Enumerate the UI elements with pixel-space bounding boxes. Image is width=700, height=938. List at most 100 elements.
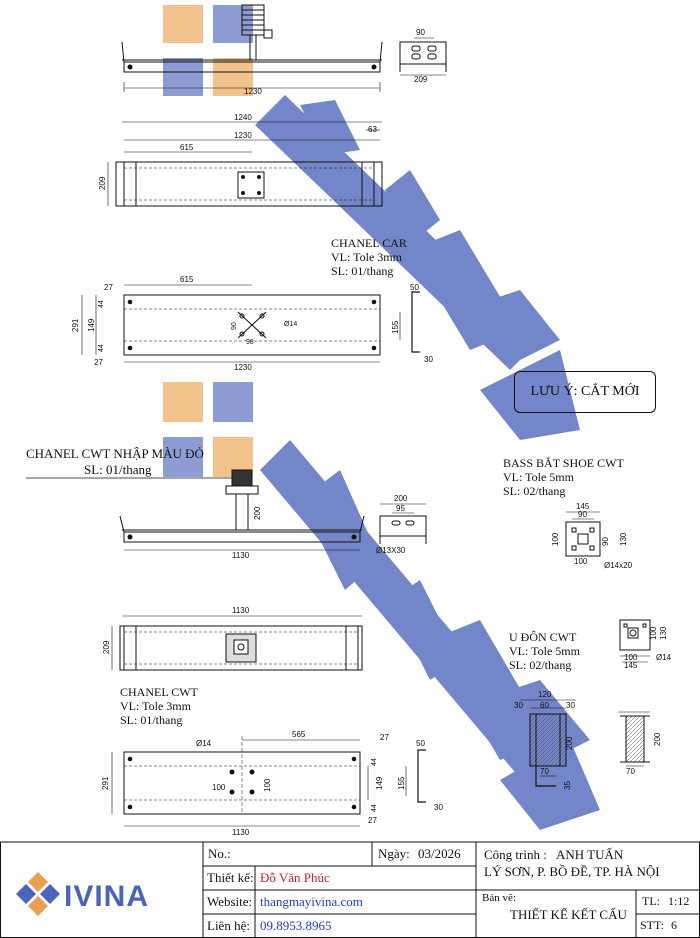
dim-13x30: Ø13X30 xyxy=(376,546,406,555)
dim-1130-cwt-top: 1130 xyxy=(232,606,250,615)
dim-209-car: 209 xyxy=(98,176,107,190)
dim-27-cwt-flat-bottom: 27 xyxy=(368,816,377,825)
dim-145-bass: 145 xyxy=(576,502,590,511)
dim-50-cwt-profile: 50 xyxy=(416,739,425,748)
dim-200-bracket-cwt: 200 xyxy=(394,494,408,503)
tb-designer-label: Thiết kế: xyxy=(207,870,254,885)
chanel-cwt-red-title: CHANEL CWT NHẬP MÀU ĐỎ xyxy=(26,446,204,461)
dim-35-udon: 35 xyxy=(563,781,572,790)
dim-27-flat-bottom: 27 xyxy=(94,358,103,367)
dim-98-flat: 98 xyxy=(246,339,254,346)
dim-200-udon-side: 200 xyxy=(653,732,662,746)
dim-14x20-bass: Ø14x20 xyxy=(604,561,633,570)
chanel-cwt-red-qty: SL: 01/thang xyxy=(84,462,152,477)
u-don-qty: SL: 02/thang xyxy=(509,658,572,672)
u-don-side xyxy=(618,711,650,767)
dim-130-bass: 130 xyxy=(619,532,628,546)
dim-63: 63 xyxy=(368,125,377,134)
dim-291-flat: 291 xyxy=(71,318,80,332)
dim-70-udon: 70 xyxy=(540,767,549,776)
tb-address: LÝ SƠN, P. BỒ ĐỀ, TP. HÀ NỘI xyxy=(484,864,660,879)
dim-60-udon: 60 xyxy=(540,701,549,710)
chanel-cwt-material: VL: Tole 3mm xyxy=(120,699,191,713)
watermark-logo-squares-bottom xyxy=(163,382,253,477)
chanel-car-material: VL: Tole 3mm xyxy=(331,250,402,264)
tb-date: 03/2026 xyxy=(418,846,461,861)
dim-44-cwt-flat-bottom: 44 xyxy=(371,804,378,812)
chanel-car-bracket-view xyxy=(399,37,447,76)
dim-100-cwt-flat-h: 100 xyxy=(212,783,226,792)
bass-material: VL: Tole 5mm xyxy=(503,470,574,484)
dim-149-flat: 149 xyxy=(87,318,96,332)
dim-100-bass-left: 100 xyxy=(551,532,560,546)
chanel-cwt-profile xyxy=(405,749,426,803)
dim-14-udon: Ø14 xyxy=(656,653,672,662)
chanel-car-profile xyxy=(399,291,420,353)
chanel-cwt-side-view xyxy=(119,469,365,551)
chanel-car-top-view xyxy=(107,121,383,207)
dim-100-udon-bottom: 100 xyxy=(624,653,638,662)
tb-project-label: Công trình : xyxy=(484,847,547,862)
dim-155-car-profile: 155 xyxy=(391,320,400,334)
dim-27-flat-top: 27 xyxy=(104,283,113,292)
watermark xyxy=(163,5,600,830)
dim-44-flat-bottom: 44 xyxy=(98,344,105,352)
u-don-plate xyxy=(619,619,651,663)
dim-90-bass: 90 xyxy=(578,510,587,519)
chanel-car-flat-view xyxy=(81,284,381,363)
tb-contact-label: Liên hệ: xyxy=(207,918,250,933)
bass-shoe-plate xyxy=(565,511,601,557)
dim-209-bracket: 209 xyxy=(414,75,428,84)
tb-drawing-label: Bản vẽ: xyxy=(482,892,516,904)
dim-14-cwt-flat: Ø14 xyxy=(196,739,212,748)
dim-90-flat: 90 xyxy=(231,322,238,330)
tb-designer: Đỗ Văn Phúc xyxy=(260,870,330,885)
dim-155-cwt-profile: 155 xyxy=(397,776,406,790)
dim-1230-car-top: 1230 xyxy=(234,131,252,140)
dim-130-udon: 130 xyxy=(659,626,668,640)
ivina-logo-text: IVINA xyxy=(64,880,149,913)
chanel-cwt-flat-view xyxy=(111,736,369,827)
watermark-letters-top xyxy=(255,95,580,440)
tb-scale-label: TL: xyxy=(642,894,660,908)
ivina-logo-mark xyxy=(16,872,60,916)
tb-sheet: 6 xyxy=(671,918,677,932)
dim-145-udon: 145 xyxy=(624,661,638,670)
chanel-cwt-bracket-view xyxy=(379,503,427,544)
dim-209-cwt-top: 209 xyxy=(102,640,111,654)
dim-1130-cwt-flat: 1130 xyxy=(232,828,250,837)
dim-200-udon: 200 xyxy=(565,736,574,750)
u-don-section xyxy=(520,699,576,787)
tb-scale: 1:12 xyxy=(668,894,690,908)
dim-149-cwt-flat: 149 xyxy=(375,776,384,790)
dim-90-bracket: 90 xyxy=(416,28,425,37)
dim-100-udon-right: 100 xyxy=(649,626,658,640)
bass-title: BASS BẮT SHOE CWT xyxy=(503,456,624,470)
chanel-cwt-qty: SL: 01/thang xyxy=(120,713,183,727)
tb-drawing: THIẾT KẾ KẾT CẤU xyxy=(510,907,627,922)
dim-100-cwt-flat-v: 100 xyxy=(263,778,272,792)
dim-1230-flat: 1230 xyxy=(234,363,252,372)
dim-30-cwt-profile: 30 xyxy=(434,803,443,812)
dim-1240: 1240 xyxy=(234,113,252,122)
dim-44-flat-top: 44 xyxy=(98,300,105,308)
dim-291-cwt-flat: 291 xyxy=(101,776,110,790)
tb-contact[interactable]: 09.8953.8965 xyxy=(260,918,332,933)
tb-date-label: Ngày: xyxy=(378,846,410,861)
tb-no-label: No.: xyxy=(208,846,231,861)
dim-50-car-profile: 50 xyxy=(410,283,419,292)
u-don-material: VL: Tole 5mm xyxy=(509,644,580,658)
dim-30-udon-left: 30 xyxy=(514,701,523,710)
watermark-logo-squares-top xyxy=(163,5,253,96)
tb-sheet-label: STT: xyxy=(640,918,665,932)
chanel-car-title: CHANEL CAR xyxy=(331,236,407,250)
dim-90-bass-right: 90 xyxy=(601,537,610,546)
dim-27-cwt-flat-top: 27 xyxy=(380,733,389,742)
tb-project: ANH TUẤN xyxy=(556,847,624,862)
dim-44-cwt-flat-top: 44 xyxy=(371,758,378,766)
chanel-car-qty: SL: 01/thang xyxy=(331,264,394,278)
dim-30-udon-right: 30 xyxy=(566,701,575,710)
tb-website[interactable]: thangmayivina.com xyxy=(260,894,363,909)
u-don-title: U ĐÔN CWT xyxy=(509,630,577,644)
